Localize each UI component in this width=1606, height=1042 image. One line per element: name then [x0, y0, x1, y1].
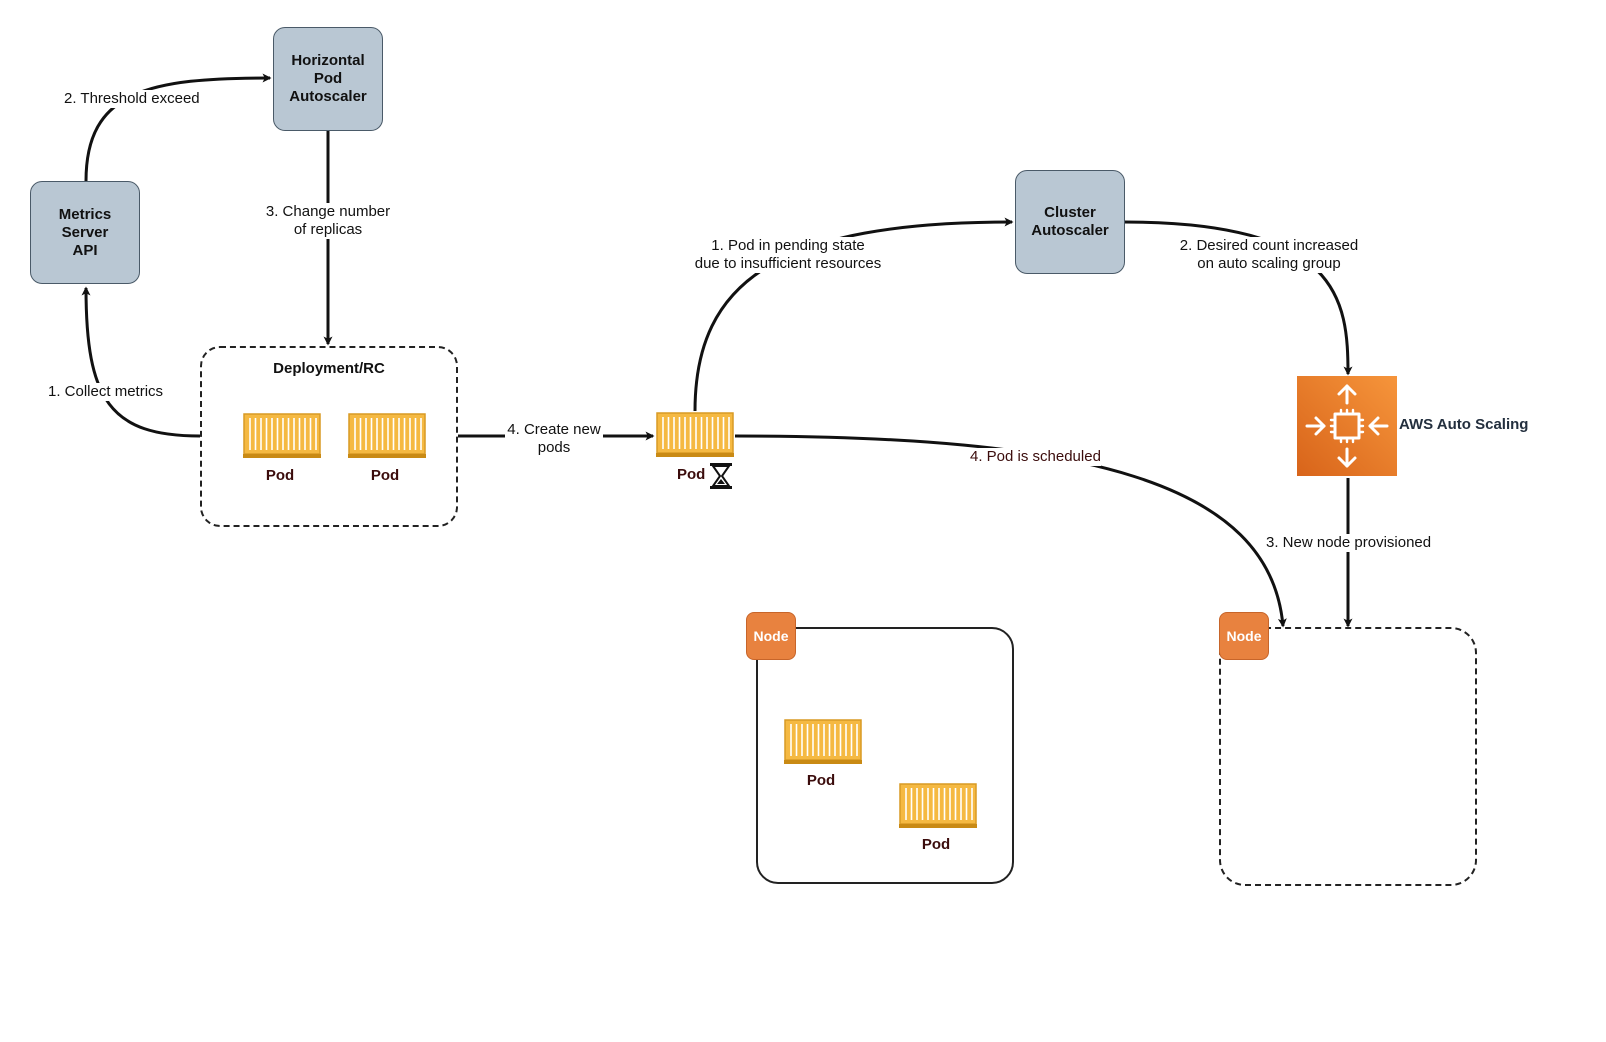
deployment-pod-2-icon — [348, 413, 426, 458]
auto-scaling-glyph-icon — [1305, 384, 1389, 468]
pending-pod-label: Pod — [677, 466, 706, 483]
deployment-pod-2-label: Pod — [370, 467, 400, 484]
deployment-pod-1-label: Pod — [265, 467, 295, 484]
metrics-server-api-box: Metrics Server API — [30, 181, 140, 284]
node-pod-2-label: Pod — [921, 836, 951, 853]
node-pod-2-icon — [899, 783, 977, 828]
desired-count-label: 2. Desired count increased on auto scali… — [1176, 237, 1362, 273]
aws-auto-scaling-label: AWS Auto Scaling — [1399, 416, 1529, 433]
node-left-frame — [756, 627, 1014, 884]
node-pod-1-icon — [784, 719, 862, 764]
pending-pod-icon — [656, 412, 734, 457]
pending-state-label: 1. Pod in pending state due to insuffici… — [690, 237, 886, 273]
new-node-provisioned-label: 3. New node provisioned — [1266, 534, 1432, 552]
scheduled-edge — [734, 434, 1287, 628]
node-right-badge: Node — [1219, 612, 1269, 660]
deployment-pod-1-icon — [243, 413, 321, 458]
pod-scheduled-label: 4. Pod is scheduled — [970, 448, 1101, 466]
deployment-rc-title: Deployment/RC — [273, 360, 385, 377]
horizontal-pod-autoscaler-box: Horizontal Pod Autoscaler — [273, 27, 383, 131]
deployment-rc-group: Deployment/RC — [200, 346, 458, 527]
aws-auto-scaling-icon — [1297, 376, 1397, 476]
node-pod-1-label: Pod — [806, 772, 836, 789]
create-new-pods-label: 4. Create new pods — [505, 421, 603, 457]
collect-metrics-label: 1. Collect metrics — [48, 383, 164, 401]
change-replicas-label: 3. Change number of replicas — [262, 203, 394, 239]
collect-metrics-edge — [81, 286, 201, 438]
hourglass-icon — [710, 463, 732, 489]
threshold-exceed-label: 2. Threshold exceed — [64, 90, 200, 108]
node-right-frame — [1219, 627, 1477, 886]
cluster-autoscaler-box: Cluster Autoscaler — [1015, 170, 1125, 274]
node-left-badge: Node — [746, 612, 796, 660]
